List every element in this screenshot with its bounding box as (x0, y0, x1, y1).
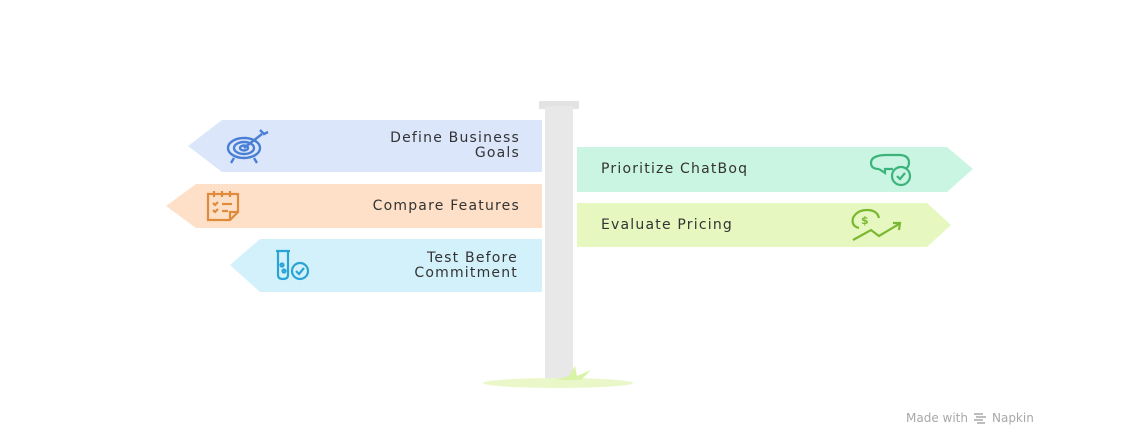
ground (483, 378, 633, 388)
target-icon (226, 128, 270, 164)
svg-text:$: $ (861, 214, 870, 227)
test-tube-check-icon (272, 249, 328, 281)
sign-prioritize-chatboq: Prioritize ChatBoq (577, 147, 973, 192)
chat-check-icon (869, 153, 935, 187)
footer-text: Made with (906, 411, 968, 425)
signpost-pole (545, 106, 573, 380)
sign-label: Prioritize ChatBoq (601, 161, 749, 177)
sign-compare-features: Compare Features (166, 184, 542, 228)
pricing-growth-icon: $ (849, 208, 919, 244)
footer-brand: Napkin (991, 411, 1034, 425)
sign-define-business-goals: Define Business Goals (188, 120, 542, 172)
sign-label: Evaluate Pricing (601, 216, 733, 233)
napkin-watermark: Made with Napkin (906, 411, 1034, 425)
sign-label: Test Before Commitment (414, 249, 518, 281)
sign-label: Define Business Goals (390, 130, 520, 161)
grass-icon (555, 366, 591, 380)
napkin-logo-icon (973, 413, 986, 424)
checklist-icon (206, 190, 240, 222)
sign-label: Compare Features (372, 197, 520, 214)
sign-test-before-commitment: Test Before Commitment (230, 239, 542, 292)
sign-evaluate-pricing: Evaluate Pricing $ (577, 203, 951, 247)
signpost-cap (539, 101, 579, 109)
